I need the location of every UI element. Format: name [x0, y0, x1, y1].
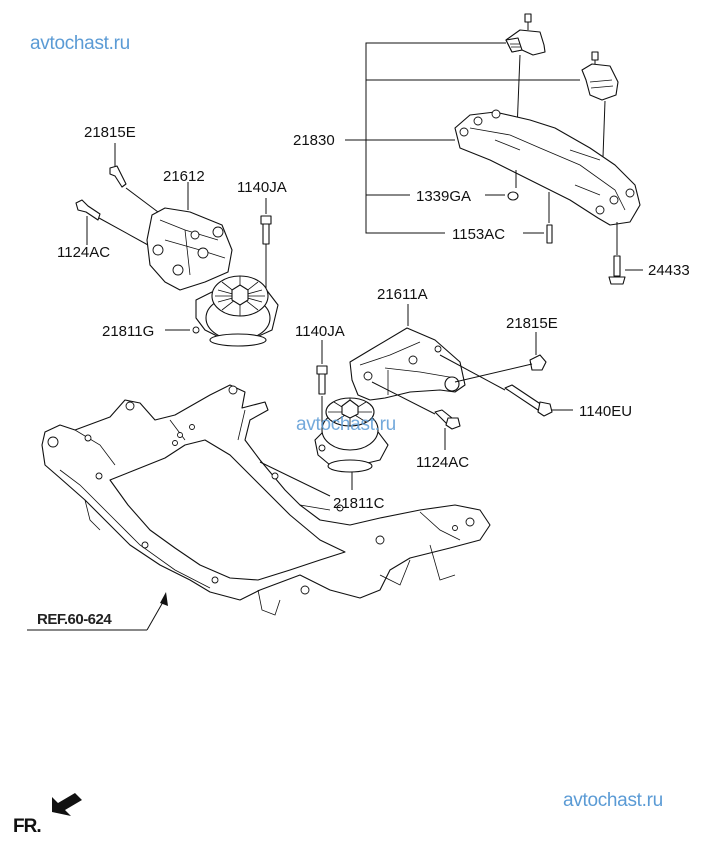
- watermark-bottom-right: avtochast.ru: [563, 790, 663, 811]
- insulator-upper: [505, 13, 546, 131]
- bolt-1124AC-right: [371, 381, 461, 450]
- group-bracket-line: [365, 42, 506, 234]
- callout-21830: 21830: [293, 132, 335, 149]
- bolt-21815E-right: [454, 332, 547, 383]
- mount-21811G: [165, 275, 279, 347]
- reference-label: REF.60-624: [37, 611, 112, 628]
- mount-21811C: [314, 397, 389, 490]
- bolt-1140JA-mid: [316, 340, 328, 448]
- subframe: [41, 384, 491, 616]
- stud-1153AC: [546, 192, 553, 244]
- watermark-top-left: avtochast.ru: [30, 33, 130, 54]
- bolt-21815E-left: [109, 143, 159, 213]
- callout-21612: 21612: [163, 168, 205, 185]
- callout-1153AC: 1153AC: [452, 226, 506, 243]
- callout-1124AC-left: 1124AC: [57, 244, 111, 261]
- bracket-21830: [454, 109, 641, 226]
- bolt-1140EU: [439, 354, 573, 417]
- callout-21811C: 21811C: [333, 495, 385, 512]
- callout-1339GA: 1339GA: [416, 188, 472, 205]
- callout-21815E-right: 21815E: [506, 315, 558, 332]
- callout-1140JA-mid: 1140JA: [295, 323, 345, 340]
- bolt-1124AC-left: [75, 199, 149, 246]
- callout-21815E-left: 21815E: [84, 124, 136, 141]
- bolt-24433: [608, 222, 643, 285]
- bracket-21611A: [349, 304, 466, 401]
- ref-leader: [27, 592, 168, 631]
- callout-21611A: 21611A: [377, 286, 428, 303]
- watermark-center: avtochast.ru: [296, 414, 396, 435]
- callout-21811G: 21811G: [102, 323, 155, 340]
- bracket-21612: [146, 182, 233, 291]
- leader-21811C: [259, 461, 331, 497]
- callout-1140JA-top: 1140JA: [237, 179, 287, 196]
- insulator-lower: [581, 51, 619, 186]
- callout-24433: 24433: [648, 262, 690, 279]
- bracket-21830-group: [345, 42, 580, 234]
- callout-1124AC-right: 1124AC: [416, 454, 470, 471]
- front-arrow-icon: [52, 793, 82, 816]
- nut-1339GA: [507, 170, 519, 201]
- callout-1140EU: 1140EU: [579, 403, 633, 420]
- front-label: FR.: [13, 816, 42, 837]
